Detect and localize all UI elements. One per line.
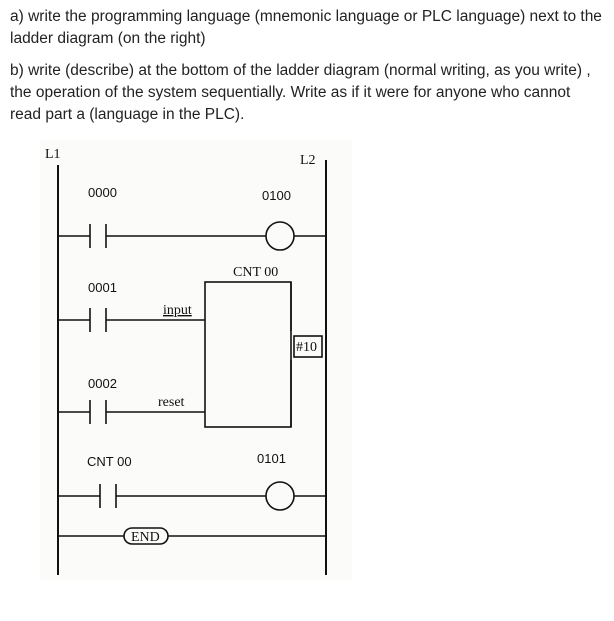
input-label: input <box>163 303 192 318</box>
reset-label: reset <box>158 395 185 410</box>
preset-box <box>293 335 323 358</box>
end-rung: END <box>58 527 326 545</box>
diagram-paper <box>40 140 352 580</box>
counter-block: CNT 00 #10 0001 input 0002 reset <box>58 265 323 428</box>
rung3-contact-label: CNT 00 <box>87 454 132 469</box>
right-rail-label: L2 <box>300 153 316 168</box>
rung1-coil-label: 0100 <box>262 188 291 203</box>
counter-box <box>204 281 292 428</box>
input-contact-label: 0001 <box>88 280 117 295</box>
left-rail-label: L1 <box>45 147 61 162</box>
reset-contact-label: 0002 <box>88 376 117 391</box>
counter-preset: #10 <box>296 340 317 355</box>
question-b: b) write (describe) at the bottom of the… <box>10 62 591 123</box>
end-label: END <box>131 530 160 545</box>
rung1-contact-label: 0000 <box>88 185 117 200</box>
rung3-coil-label: 0101 <box>257 451 286 466</box>
counter-name: CNT 00 <box>233 265 278 280</box>
question-a: a) write the programming language (mnemo… <box>10 8 602 47</box>
rung-1: 0000 0100 <box>58 185 326 251</box>
rung-3: CNT 00 0101 <box>58 451 326 511</box>
